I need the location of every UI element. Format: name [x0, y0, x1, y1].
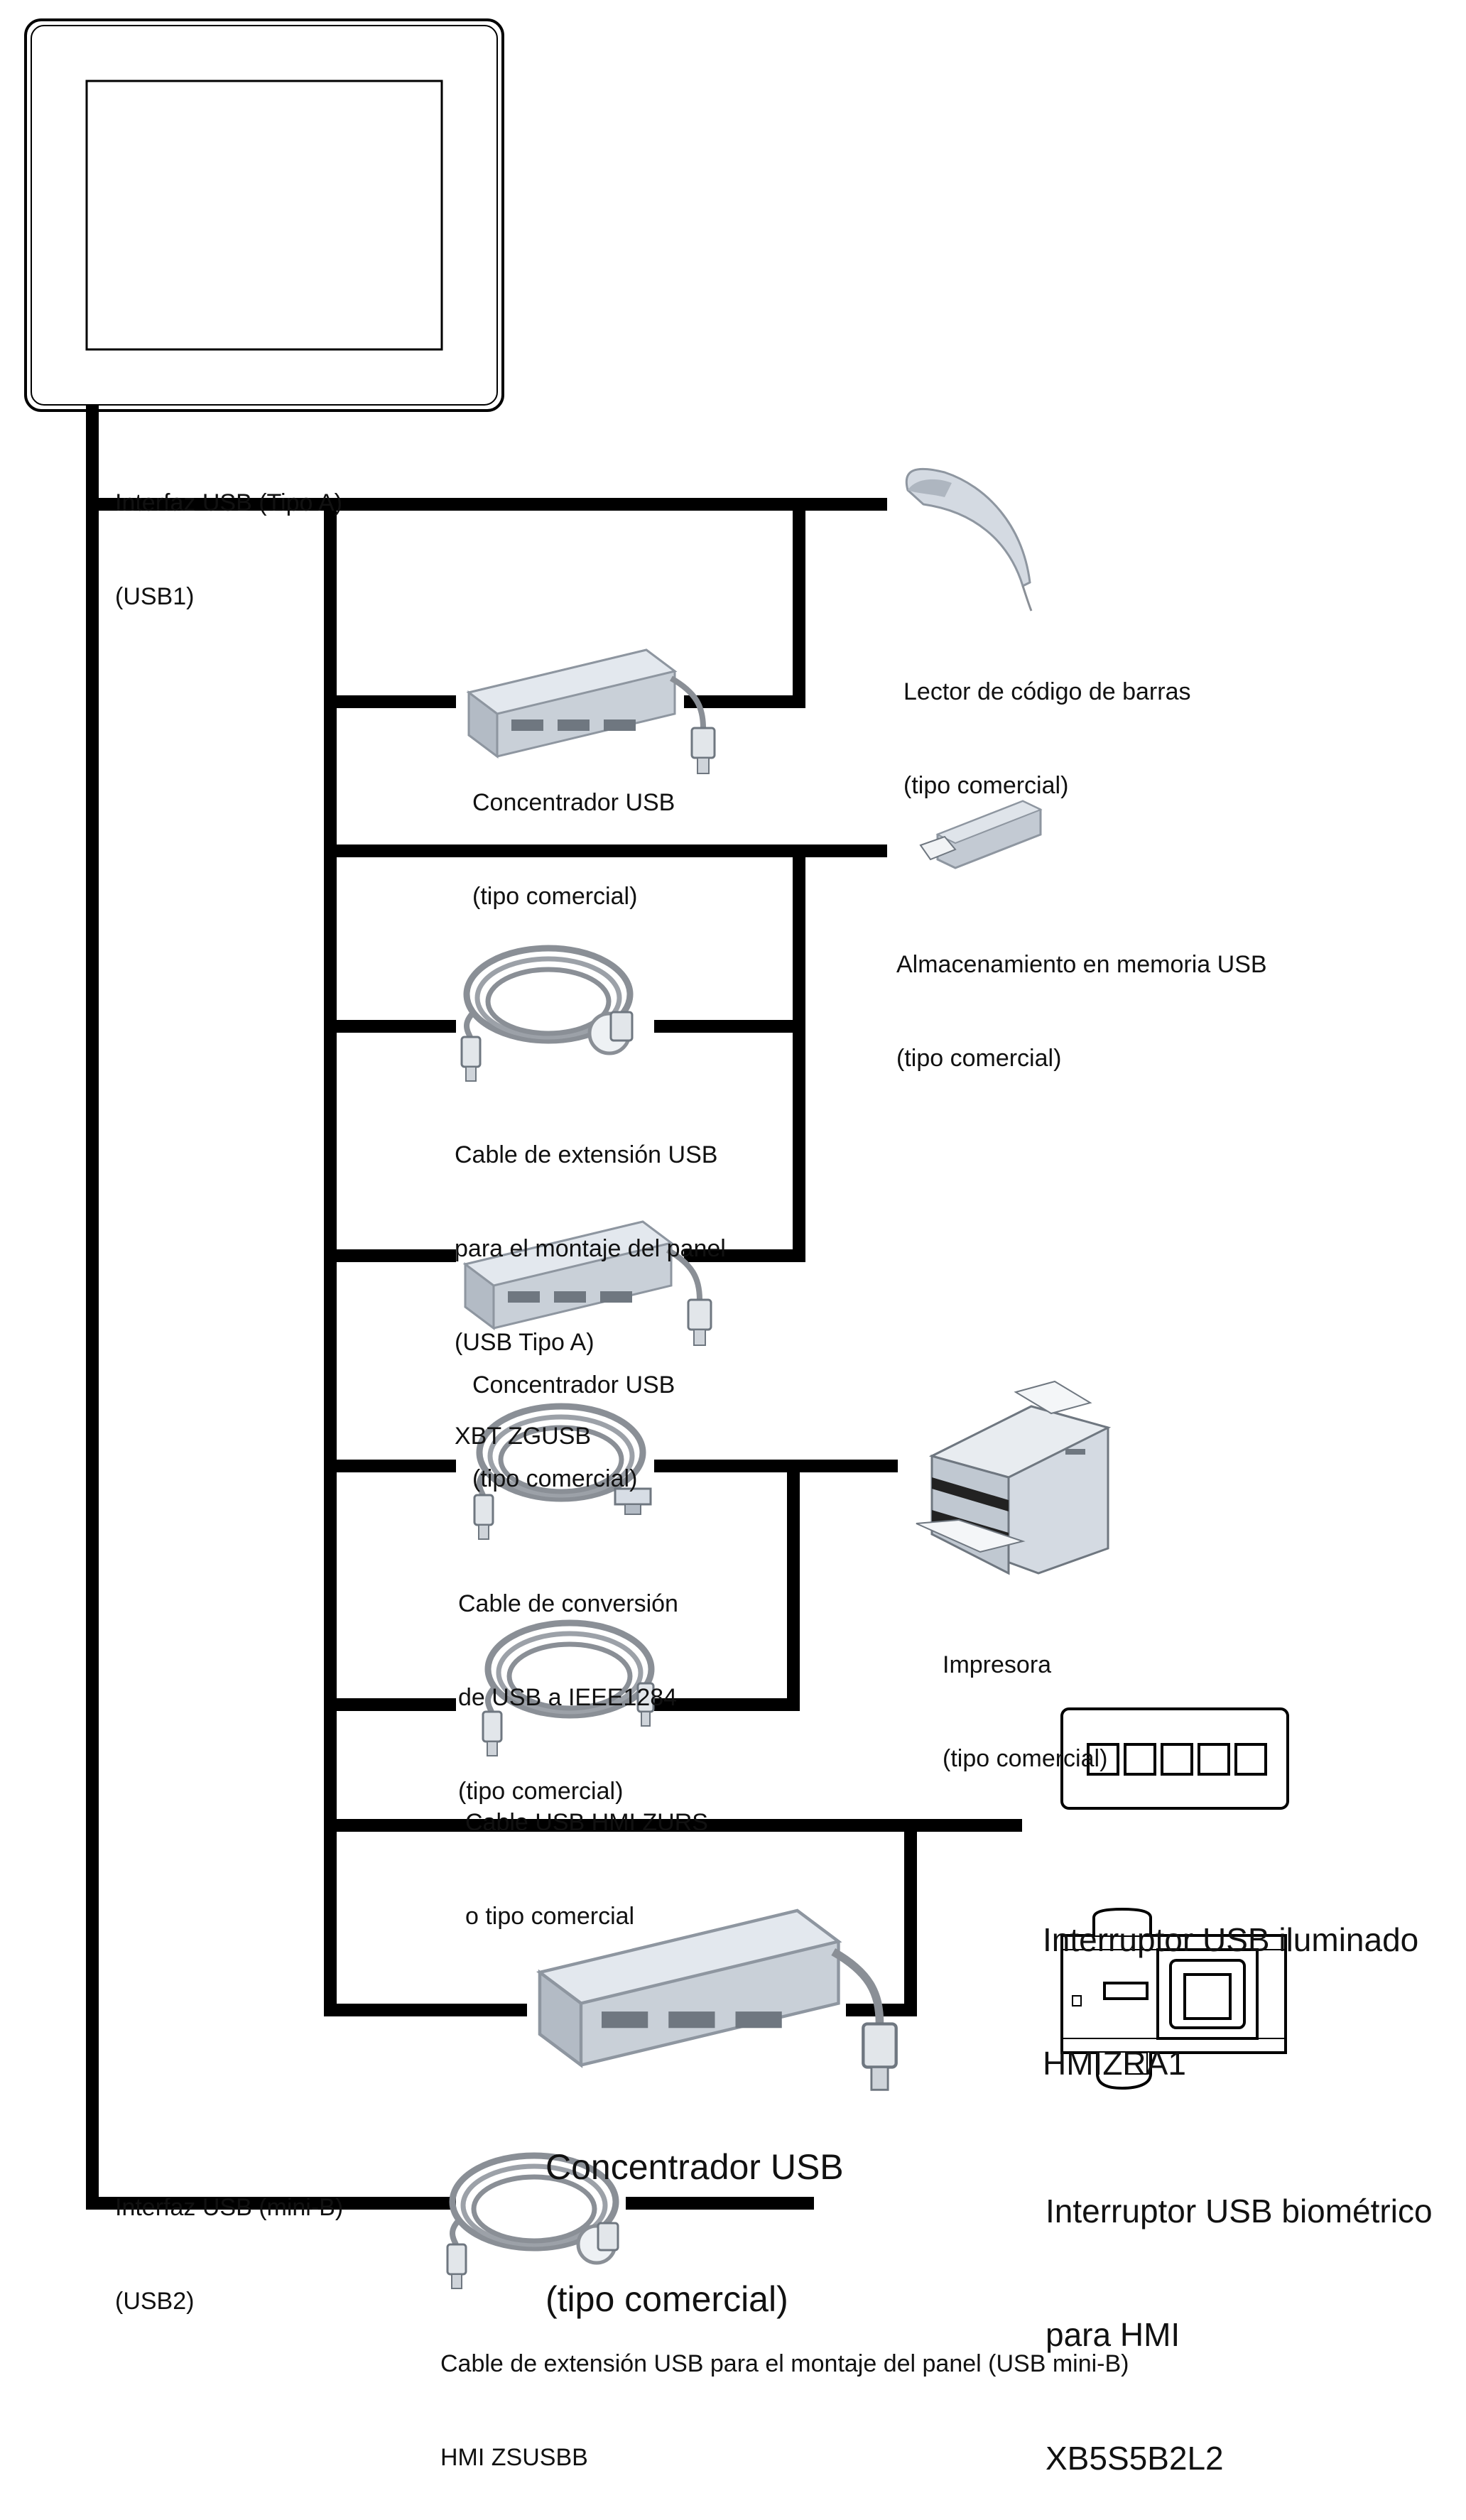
illuminated-usb-switch-icon [1060, 1707, 1289, 1810]
hub-2-line-1: Concentrador USB [472, 1372, 675, 1399]
barcode-reader-label: Lector de código de barras (tipo comerci… [903, 614, 1190, 832]
hub-2-line-2: (tipo comercial) [472, 1465, 638, 1492]
conversion-cable-line-1: Cable de conversión [458, 1590, 678, 1617]
hub-1-label: Concentrador USB (tipo comercial) [472, 724, 675, 943]
zurs-cable-line-2: o tipo comercial [465, 1903, 635, 1930]
hub-2-label: Concentrador USB (tipo comercial) [472, 1307, 675, 1526]
extension-cable-a-line-1: Cable de extensión USB [455, 1141, 718, 1168]
usb1-interface-line-2: (USB1) [115, 583, 195, 610]
zurs-cable-line-1: Cable USB HMI ZURS [465, 1809, 708, 1836]
hmi-panel-inner-bezel [31, 25, 498, 406]
conversion-cable-line-2: de USB a IEEE1284 [458, 1684, 678, 1711]
usb1-interface-line-1: Interfaz USB (Tipo A) [115, 489, 342, 516]
panel-mount-connector-icon [587, 1011, 634, 1055]
illuminated-switch-label: Interruptor USB iluminado HMIZRA1 [1043, 1837, 1418, 2125]
biometric-usb-switch-icon [1060, 1907, 1287, 2090]
extension-cable-a-line-2: para el montaje del panel [455, 1235, 726, 1262]
usb1-interface-label: Interfaz USB (Tipo A) (USB1) [115, 425, 342, 643]
hub-3-line-2: (tipo comercial) [545, 2279, 788, 2319]
printer-line-1: Impresora [943, 1651, 1052, 1678]
usb-connection-diagram [24, 18, 1289, 2369]
hub-3-line-1: Concentrador USB [545, 2147, 844, 2187]
usb-memory-line-1: Almacenamiento en memoria USB [896, 951, 1267, 978]
hmi-screen [85, 80, 443, 351]
biometric-switch-line-2: para HMI [1046, 2316, 1180, 2353]
hub-1-line-1: Concentrador USB [472, 789, 675, 816]
extension-cable-a-line-3: (USB Tipo A) [455, 1329, 594, 1356]
hub-1-line-2: (tipo comercial) [472, 883, 638, 910]
usb-memory-line-2: (tipo comercial) [896, 1045, 1062, 1072]
extension-cable-a-line-4: XBT ZGUSB [455, 1423, 592, 1450]
biometric-switch-line-1: Interruptor USB biométrico [1046, 2193, 1433, 2230]
zurs-cable-end-icon [636, 1682, 655, 1727]
illuminated-switch-line-2: HMIZRA1 [1043, 2045, 1186, 2082]
illuminated-switch-line-1: Interruptor USB iluminado [1043, 1921, 1419, 1958]
hub-3-label: Concentrador USB (tipo comercial) [545, 2057, 844, 2365]
barcode-reader-line-1: Lector de código de barras [903, 678, 1191, 705]
usb2-interface-line-1: Interfaz USB (mini-B) [115, 2194, 344, 2221]
printer-line-2: (tipo comercial) [943, 1745, 1108, 1772]
usb-memory-icon [919, 800, 1043, 869]
zurs-cable-label: Cable USB HMI ZURS o tipo comercial [465, 1744, 708, 1963]
extension-cable-mini-b-line-2: HMI ZSUSBB [440, 2444, 588, 2471]
barcode-reader-line-2: (tipo comercial) [903, 772, 1069, 799]
barcode-reader-icon [905, 467, 1033, 612]
usb2-interface-line-2: (USB2) [115, 2288, 195, 2315]
conversion-cable-line-3: (tipo comercial) [458, 1778, 624, 1805]
extension-cable-a-label: Cable de extensión USB para el montaje d… [455, 1077, 726, 1483]
printer-label: Impresora (tipo comercial) [943, 1587, 1107, 1805]
printer-icon [916, 1380, 1112, 1575]
usb2-interface-label: Interfaz USB (mini-B) (USB2) [115, 2129, 343, 2348]
extension-cable-mini-b-line-1: Cable de extensión USB para el montaje d… [440, 2350, 1129, 2377]
usb-memory-label: Almacenamiento en memoria USB (tipo come… [896, 886, 1267, 1105]
ieee1284-connector-icon [614, 1487, 652, 1515]
extension-cable-mini-b-label: Cable de extensión USB para el montaje d… [440, 2286, 1129, 2504]
panel-mount-connector-mini-b-icon [576, 2222, 619, 2265]
connection-lines [86, 406, 1022, 2210]
conversion-cable-label: Cable de conversión de USB a IEEE1284 (t… [458, 1526, 678, 1838]
